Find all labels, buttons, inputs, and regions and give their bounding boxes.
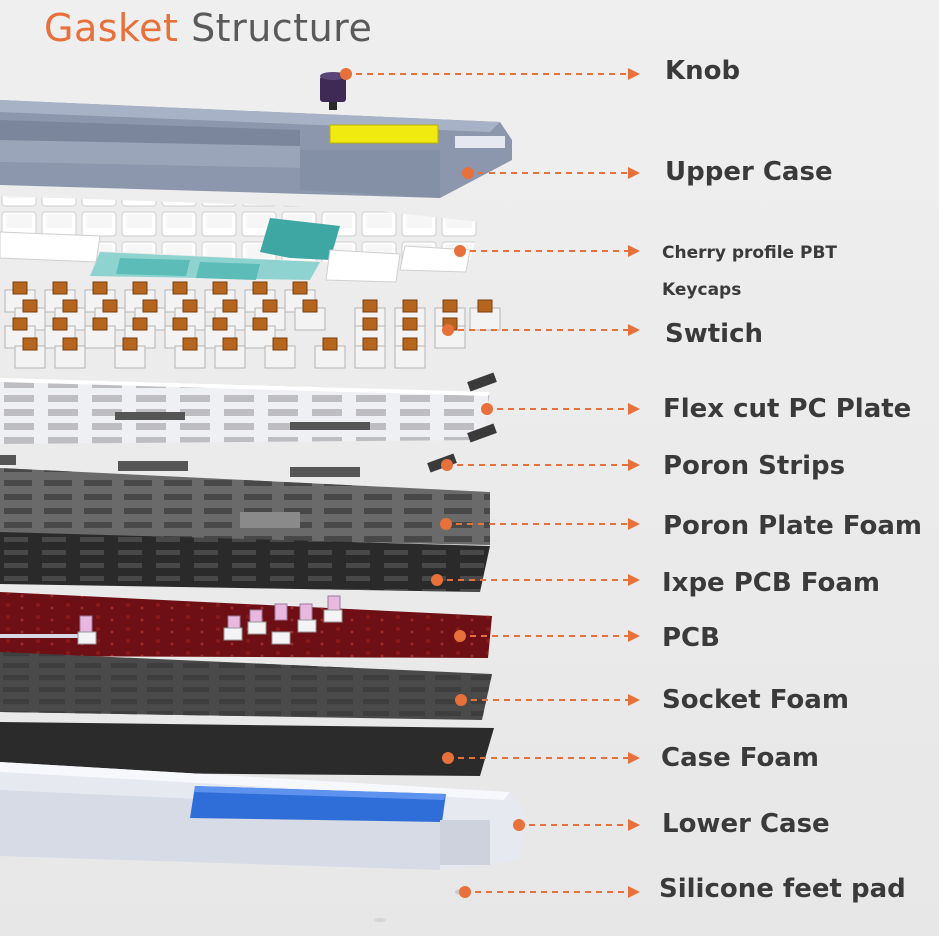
label-socket-foam: Socket Foam <box>662 685 849 715</box>
switch-unit <box>214 337 246 369</box>
callout-dot <box>442 752 454 764</box>
callout-lower-case <box>513 819 640 831</box>
callout-arrowhead <box>628 459 640 471</box>
switch-unit <box>394 337 426 369</box>
callout-arrowhead <box>628 752 640 764</box>
callout-arrowhead <box>628 68 640 80</box>
keycaps-part <box>0 196 480 283</box>
callout-arrowhead <box>628 819 640 831</box>
callout-socket-foam <box>455 694 640 706</box>
label-poron-strips: Poron Strips <box>663 451 846 481</box>
pcb-part <box>0 592 492 658</box>
callout-keycaps <box>454 245 640 257</box>
callout-plate-foam <box>440 518 640 530</box>
label-silicone-feet: Silicone feet pad <box>659 874 906 904</box>
label-knob: Knob <box>665 56 741 86</box>
callout-dot <box>442 324 454 336</box>
switch-unit <box>469 299 501 331</box>
switch-unit <box>314 337 346 369</box>
callout-arrowhead <box>628 886 640 898</box>
callout-switch <box>442 324 640 336</box>
label-switch: Swtich <box>665 319 764 349</box>
switch-unit <box>354 337 386 369</box>
switch-unit <box>114 337 146 369</box>
callout-dot <box>513 819 525 831</box>
callout-poron-strips <box>441 459 640 471</box>
callout-plate <box>481 403 640 415</box>
ixpe-pcb-foam-part <box>0 532 490 592</box>
callout-dot <box>454 245 466 257</box>
callout-pcb <box>454 630 640 642</box>
callout-arrowhead <box>628 518 640 530</box>
label-pcb: PCB <box>662 623 720 653</box>
switch-unit <box>14 337 46 369</box>
callout-upper-case <box>462 167 640 179</box>
upper-case-part <box>0 100 512 198</box>
callout-dot <box>481 403 493 415</box>
callout-pcb-foam <box>431 574 640 586</box>
callout-dot <box>455 694 467 706</box>
socket-foam-part <box>0 652 492 720</box>
callout-arrows <box>340 68 640 898</box>
callout-dot <box>340 68 352 80</box>
callout-arrowhead <box>628 694 640 706</box>
switch-unit <box>244 317 276 349</box>
switch-unit <box>294 299 326 331</box>
label-keycaps-line1: Cherry profile PBT <box>662 243 837 263</box>
label-upper-case: Upper Case <box>665 157 833 187</box>
label-ixpe-pcb-foam: Ixpe PCB Foam <box>662 568 880 598</box>
callout-dot <box>431 574 443 586</box>
switches-part <box>4 281 501 369</box>
callout-dot <box>454 630 466 642</box>
poron-plate-foam-part <box>0 468 490 545</box>
callout-arrowhead <box>628 324 640 336</box>
switch-unit <box>124 317 156 349</box>
label-keycaps-line2: Keycaps <box>662 280 742 300</box>
switch-unit <box>264 337 296 369</box>
callout-dot <box>462 167 474 179</box>
lower-case-part <box>0 762 524 870</box>
label-pc-plate: Flex cut PC Plate <box>663 394 912 424</box>
label-case-foam: Case Foam <box>661 743 819 773</box>
callout-arrowhead <box>628 245 640 257</box>
callout-arrowhead <box>628 167 640 179</box>
pc-plate-part <box>0 372 497 444</box>
case-foam-part <box>0 722 494 776</box>
label-lower-case: Lower Case <box>662 809 830 839</box>
title-gasket: Gasket <box>44 6 179 50</box>
switch-unit <box>84 317 116 349</box>
callout-arrowhead <box>628 403 640 415</box>
callout-knob <box>340 68 640 80</box>
callout-arrowhead <box>628 574 640 586</box>
switch-unit <box>174 337 206 369</box>
callout-dot <box>459 886 471 898</box>
title-structure: Structure <box>191 6 373 50</box>
label-poron-plate-foam: Poron Plate Foam <box>663 511 922 541</box>
silicone-feet-part <box>374 889 471 922</box>
callout-arrowhead <box>628 630 640 642</box>
switch-unit <box>54 337 86 369</box>
callout-dot <box>440 518 452 530</box>
callout-dot <box>441 459 453 471</box>
callout-case-foam <box>442 752 640 764</box>
diagram-title: Gasket Structure <box>44 6 372 50</box>
knob-part <box>320 72 346 110</box>
callout-feet <box>459 886 640 898</box>
